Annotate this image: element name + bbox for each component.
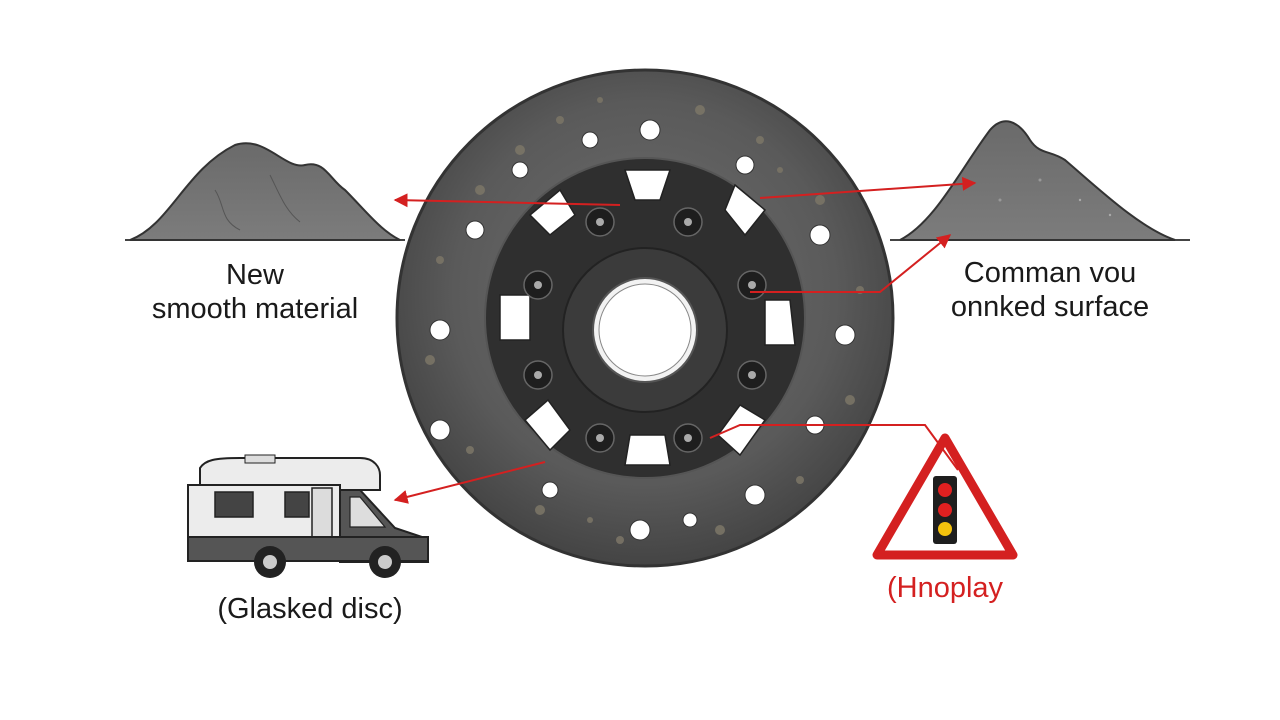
right-label-line-1: Comman vou [963,257,1137,289]
new-smooth-material-label: New smooth material [120,258,390,326]
arrow-to-van [393,461,546,504]
warning-triangle-icon [872,433,1018,560]
brake-disc-icon [395,68,895,568]
arrow-to-left-profile [393,193,621,208]
right-label-line-2: onnked surface [950,291,1150,323]
warning-label: (Hnoplay [886,572,1004,604]
left-label-line-1: New [225,259,284,291]
arrow-to-right-label [750,234,952,293]
glazed-disc-label: (Glasked disc) [217,593,403,625]
camper-van-icon [187,454,430,578]
surface-label: Comman vou onnked surface [905,256,1195,324]
traffic-light-icon [933,476,957,544]
rough-surface-profile-icon [899,120,1176,241]
left-label-line-2: smooth material [151,293,359,325]
smooth-surface-profile-icon [129,142,401,241]
arrow-to-right-profile [759,176,977,199]
